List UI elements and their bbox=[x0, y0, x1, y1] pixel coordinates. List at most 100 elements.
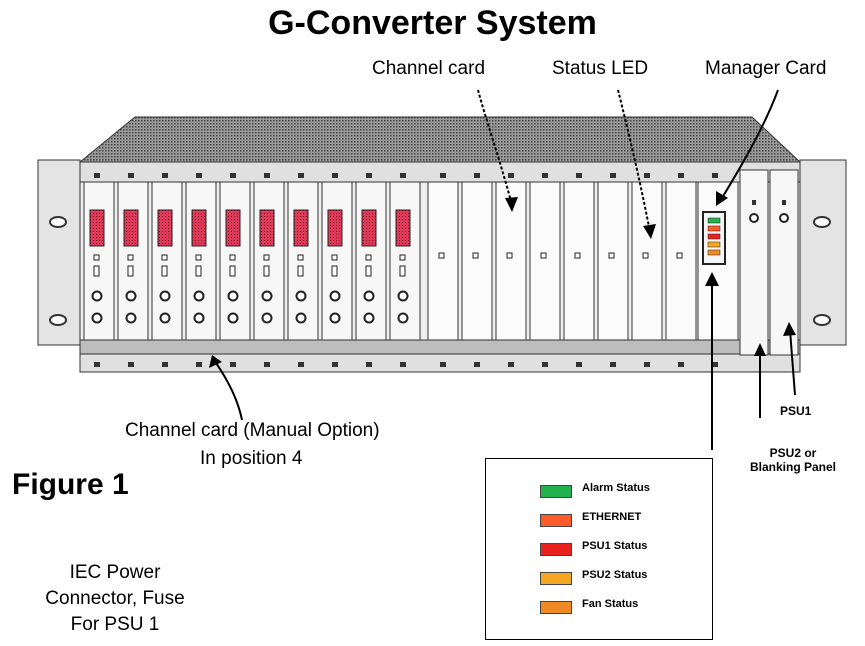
label-status-led: Status LED bbox=[552, 58, 649, 79]
card-led bbox=[195, 254, 202, 261]
card-latch bbox=[712, 362, 718, 367]
channel-card-display bbox=[293, 209, 309, 247]
card-connector bbox=[363, 312, 375, 324]
legend-swatch bbox=[540, 485, 572, 498]
card-latch bbox=[610, 362, 616, 367]
label-position-4: In position 4 bbox=[200, 448, 303, 469]
channel-card-display bbox=[89, 209, 105, 247]
channel-card-display bbox=[191, 209, 207, 247]
legend-label: PSU1 Status bbox=[582, 540, 648, 552]
channel-card-display bbox=[259, 209, 275, 247]
card-latch bbox=[230, 173, 236, 178]
card-connector bbox=[159, 312, 171, 324]
psu-indicator bbox=[779, 213, 789, 223]
card-latch bbox=[644, 362, 650, 367]
figure-label: Figure 1 bbox=[12, 468, 129, 501]
label-psu2: PSU2 or Blanking Panel bbox=[738, 446, 848, 474]
label-channel-card: Channel card bbox=[372, 58, 486, 79]
card-latch bbox=[162, 362, 168, 367]
card-connector bbox=[193, 312, 205, 324]
card-status-led bbox=[642, 252, 649, 259]
card-switch bbox=[93, 265, 100, 277]
card-latch bbox=[298, 173, 304, 178]
card-led bbox=[331, 254, 338, 261]
legend-swatch bbox=[540, 543, 572, 556]
card-connector bbox=[159, 290, 171, 302]
card-latch bbox=[440, 173, 446, 178]
label-manual-option: Channel card (Manual Option) bbox=[125, 420, 380, 441]
card-connector bbox=[125, 312, 137, 324]
card-connector bbox=[397, 290, 409, 302]
blank-channel-card bbox=[461, 181, 493, 341]
card-latch bbox=[542, 173, 548, 178]
card-latch bbox=[576, 173, 582, 178]
card-latch bbox=[332, 362, 338, 367]
card-latch bbox=[678, 173, 684, 178]
card-status-led bbox=[574, 252, 581, 259]
card-led bbox=[93, 254, 100, 261]
card-switch bbox=[399, 265, 406, 277]
card-status-led bbox=[540, 252, 547, 259]
card-connector bbox=[261, 290, 273, 302]
channel-card-display bbox=[123, 209, 139, 247]
legend-swatch bbox=[540, 514, 572, 527]
blank-channel-card bbox=[563, 181, 595, 341]
card-connector bbox=[261, 312, 273, 324]
legend-label: Alarm Status bbox=[582, 482, 650, 494]
card-led bbox=[127, 254, 134, 261]
arrow-heads bbox=[209, 191, 796, 368]
card-latch bbox=[332, 173, 338, 178]
card-latch bbox=[610, 173, 616, 178]
legend-label: PSU2 Status bbox=[582, 569, 648, 581]
card-led bbox=[263, 254, 270, 261]
blank-channel-card bbox=[427, 181, 459, 341]
legend-swatch bbox=[540, 572, 572, 585]
card-latch bbox=[94, 173, 100, 178]
card-latch bbox=[128, 362, 134, 367]
legend-label: ETHERNET bbox=[582, 511, 642, 523]
card-connector bbox=[91, 290, 103, 302]
card-latch bbox=[474, 173, 480, 178]
card-latch bbox=[400, 173, 406, 178]
card-switch bbox=[127, 265, 134, 277]
legend-label: Fan Status bbox=[582, 598, 639, 610]
card-switch bbox=[365, 265, 372, 277]
psu2-line-2: Blanking Panel bbox=[749, 460, 837, 474]
card-connector bbox=[397, 312, 409, 324]
iec-line-1: IEC Power bbox=[69, 562, 161, 583]
card-status-led bbox=[506, 252, 513, 259]
card-latch bbox=[196, 362, 202, 367]
card-connector bbox=[193, 290, 205, 302]
card-latch bbox=[542, 362, 548, 367]
psu1-panel bbox=[769, 169, 799, 356]
legend-swatch bbox=[540, 601, 572, 614]
label-manager-card: Manager Card bbox=[705, 58, 827, 79]
card-switch bbox=[297, 265, 304, 277]
card-latch bbox=[94, 362, 100, 367]
card-switch bbox=[229, 265, 236, 277]
card-led bbox=[161, 254, 168, 261]
iec-line-2: Connector, Fuse bbox=[45, 588, 185, 609]
card-connector bbox=[295, 290, 307, 302]
card-latch bbox=[128, 173, 134, 178]
card-led bbox=[365, 254, 372, 261]
card-connector bbox=[91, 312, 103, 324]
diagram-title: G-Converter System bbox=[268, 4, 597, 42]
card-status-led bbox=[676, 252, 683, 259]
card-switch bbox=[161, 265, 168, 277]
psu-indicator bbox=[749, 213, 759, 223]
card-connector bbox=[295, 312, 307, 324]
rack-top-cover bbox=[78, 116, 802, 163]
channel-card-display bbox=[327, 209, 343, 247]
card-latch bbox=[298, 362, 304, 367]
card-connector bbox=[329, 290, 341, 302]
iec-line-3: For PSU 1 bbox=[70, 614, 160, 635]
psu2-line-1: PSU2 or bbox=[769, 446, 817, 460]
card-latch bbox=[400, 362, 406, 367]
card-latch bbox=[366, 173, 372, 178]
psu-led bbox=[782, 200, 786, 205]
card-latch bbox=[712, 173, 718, 178]
card-connector bbox=[363, 290, 375, 302]
channel-card-display bbox=[157, 209, 173, 247]
card-status-led bbox=[438, 252, 445, 259]
